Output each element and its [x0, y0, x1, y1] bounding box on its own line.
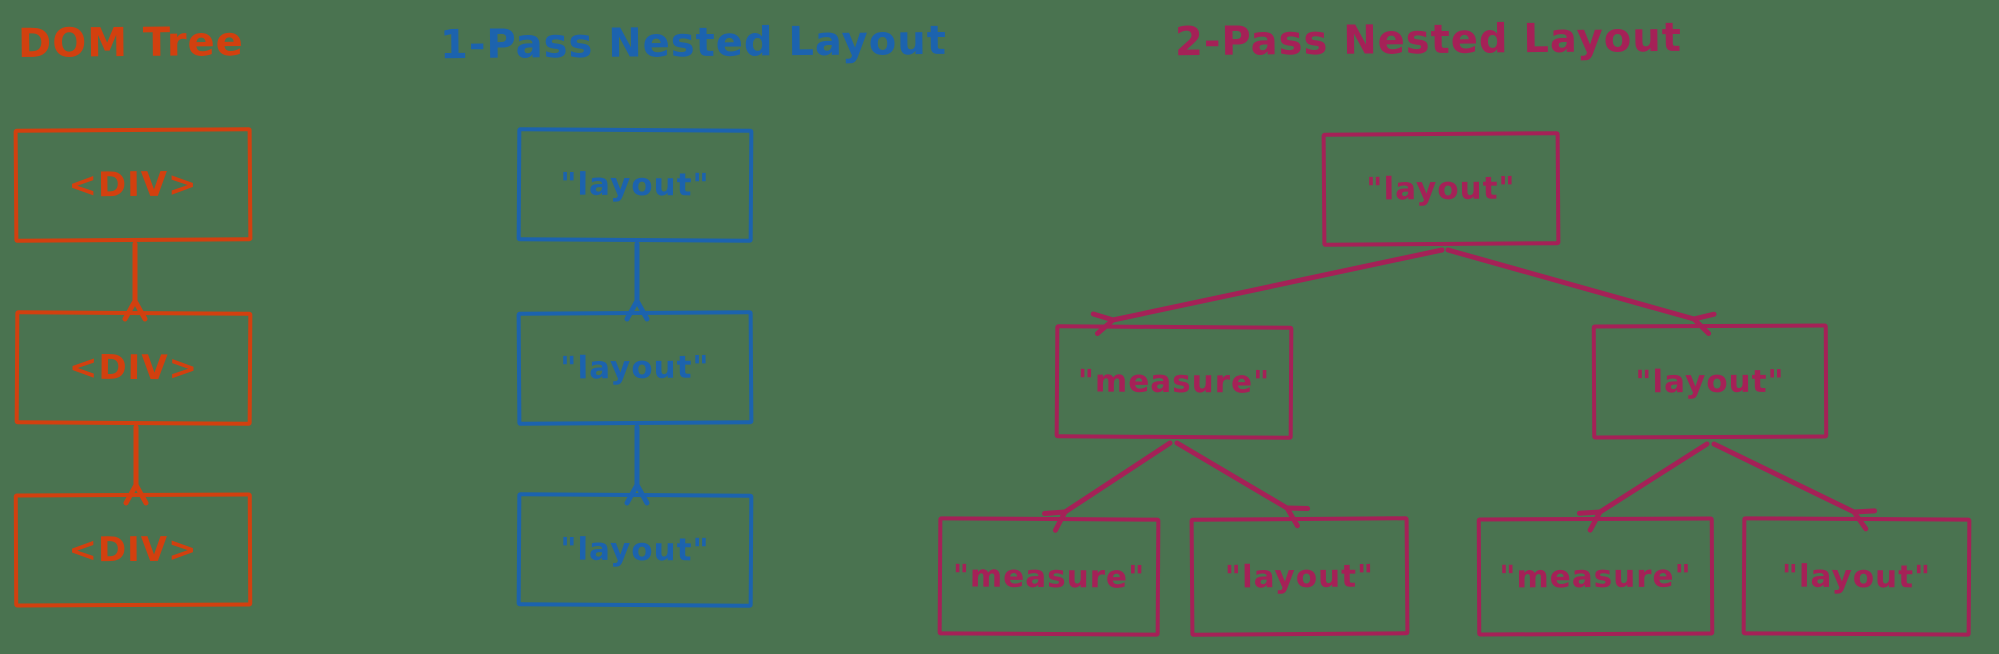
one-pass-node-3-label: "layout" — [560, 531, 710, 569]
one-pass-node-2-label: "layout" — [560, 349, 710, 387]
one-pass-node-1-label: "layout" — [560, 166, 710, 204]
dom-tree-node-3-label: <DIV> — [68, 529, 198, 571]
two-pass-grandchild-3-label: "measure" — [1499, 558, 1692, 595]
arrow-root-to-measure — [1113, 247, 1445, 320]
one-pass-title: 1-Pass Nested Layout — [439, 17, 948, 69]
two-pass-grandchild-4-node: "layout" — [1741, 516, 1972, 637]
two-pass-root-node: "layout" — [1321, 131, 1561, 247]
two-pass-root-label: "layout" — [1366, 170, 1516, 208]
dom-tree-title: DOM Tree — [17, 19, 245, 67]
arrow-layout-to-grandchild-4 — [1711, 441, 1854, 512]
arrow-root-to-layout — [1445, 247, 1694, 319]
arrow-measure-to-grandchild-1 — [1065, 440, 1173, 512]
dom-tree-node-1: <DIV> — [13, 127, 253, 243]
two-pass-grandchild-2-node: "layout" — [1189, 516, 1410, 637]
two-pass-grandchild-1-label: "measure" — [952, 557, 1146, 596]
two-pass-child-measure-node: "measure" — [1054, 324, 1294, 440]
arrow-layout-to-grandchild-3 — [1600, 441, 1710, 512]
arrow-measure-to-grandchild-2 — [1174, 440, 1287, 508]
two-pass-child-layout-label: "layout" — [1635, 363, 1785, 400]
two-pass-child-layout-node: "layout" — [1591, 323, 1829, 440]
two-pass-grandchild-2-label: "layout" — [1224, 557, 1375, 596]
two-pass-grandchild-3-node: "measure" — [1476, 516, 1715, 637]
dom-tree-node-3: <DIV> — [13, 492, 253, 608]
one-pass-node-2: "layout" — [516, 310, 754, 426]
one-pass-node-1: "layout" — [516, 127, 754, 243]
dom-tree-node-2-label: <DIV> — [68, 347, 199, 389]
one-pass-node-3: "layout" — [516, 492, 754, 608]
two-pass-child-measure-label: "measure" — [1077, 363, 1271, 401]
dom-tree-node-1-label: <DIV> — [68, 164, 198, 206]
two-pass-title: 2-Pass Nested Layout — [1174, 14, 1683, 66]
two-pass-grandchild-4-label: "layout" — [1781, 558, 1932, 595]
two-pass-grandchild-1-node: "measure" — [937, 516, 1161, 637]
dom-tree-node-2: <DIV> — [14, 310, 253, 426]
